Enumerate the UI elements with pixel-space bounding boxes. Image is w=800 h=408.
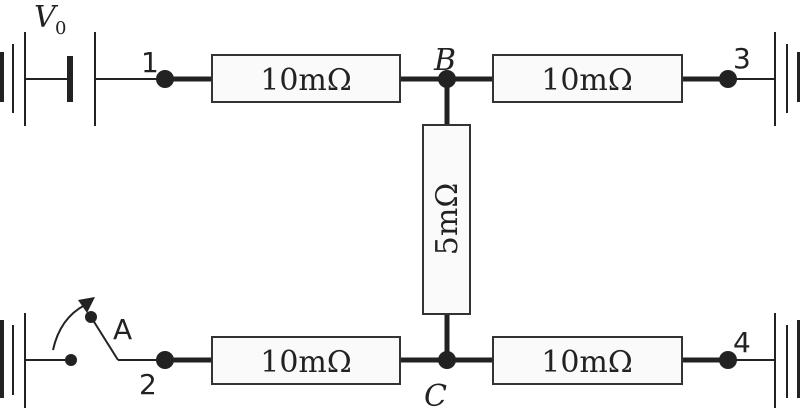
node-c-label: C <box>424 379 447 408</box>
resistor-middle-label: 5mΩ <box>430 183 465 255</box>
switch-label: A <box>113 313 132 346</box>
node-3-dot <box>719 70 737 88</box>
switch-blade <box>90 316 119 361</box>
resistor-top-right-label: 10mΩ <box>541 63 633 98</box>
node-1-label: 1 <box>141 46 159 79</box>
resistor-bottom-right-label: 10mΩ <box>541 345 633 380</box>
node-4-dot <box>719 351 737 369</box>
node-b-dot <box>438 70 456 88</box>
node-2-dot <box>156 351 174 369</box>
resistor-bottom-left-label: 10mΩ <box>260 345 352 380</box>
source-subscript: 0 <box>55 18 66 39</box>
node-3-label: 3 <box>733 42 751 75</box>
resistor-middle <box>422 124 471 315</box>
node-c-dot <box>438 351 456 369</box>
switch-contact-dot <box>85 311 97 323</box>
node-b-label: B <box>433 43 456 78</box>
resistor-bottom-left <box>211 336 401 385</box>
source-label: V <box>34 0 59 35</box>
node-4-label: 4 <box>733 326 751 359</box>
switch-arc <box>52 304 86 351</box>
node-1-dot <box>156 70 174 88</box>
resistor-top-right <box>492 54 683 103</box>
switch-arrow-icon <box>78 297 95 313</box>
resistor-bottom-right <box>492 336 683 385</box>
resistor-top-left-label: 10mΩ <box>260 63 352 98</box>
node-2-label: 2 <box>139 368 157 401</box>
switch-pivot-dot <box>65 354 77 366</box>
resistor-top-left <box>211 54 401 103</box>
